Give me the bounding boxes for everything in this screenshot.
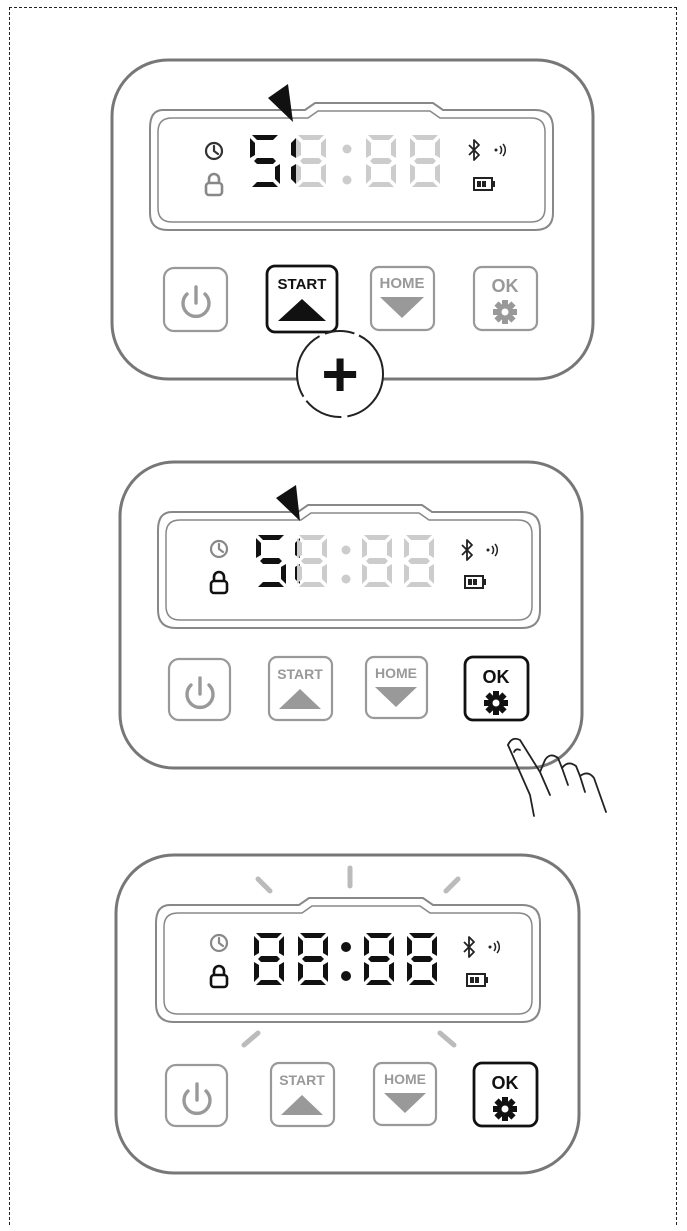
gear-icon <box>493 1097 517 1121</box>
ok-label: OK <box>492 276 519 296</box>
home-label: HOME <box>375 665 417 681</box>
ok-button[interactable]: OK <box>474 1063 537 1126</box>
home-label: HOME <box>384 1071 426 1087</box>
panel-step-3: START HOME OK <box>116 855 579 1173</box>
start-label: START <box>277 666 323 682</box>
panel-step-2: START HOME OK <box>120 462 606 816</box>
start-button[interactable]: START <box>271 1063 334 1126</box>
home-label: HOME <box>380 275 425 292</box>
plus-icon: + <box>321 338 358 410</box>
start-button[interactable]: START <box>269 657 332 720</box>
start-label: START <box>278 276 327 293</box>
ok-button[interactable]: OK <box>474 267 537 330</box>
power-button[interactable] <box>169 659 230 720</box>
ok-button[interactable]: OK <box>465 657 528 720</box>
home-button[interactable]: HOME <box>371 267 434 330</box>
power-button[interactable] <box>166 1065 227 1126</box>
power-button[interactable] <box>164 268 227 331</box>
panel-step-1: START HOME OK + <box>112 60 593 417</box>
gear-icon <box>484 691 508 715</box>
start-button[interactable]: START <box>267 266 337 332</box>
home-button[interactable]: HOME <box>374 1063 436 1125</box>
ok-label: OK <box>483 667 510 687</box>
plus-callout: + <box>297 331 383 417</box>
home-button[interactable]: HOME <box>366 657 427 718</box>
ok-label: OK <box>492 1073 519 1093</box>
gear-icon <box>493 300 517 324</box>
start-label: START <box>279 1072 325 1088</box>
